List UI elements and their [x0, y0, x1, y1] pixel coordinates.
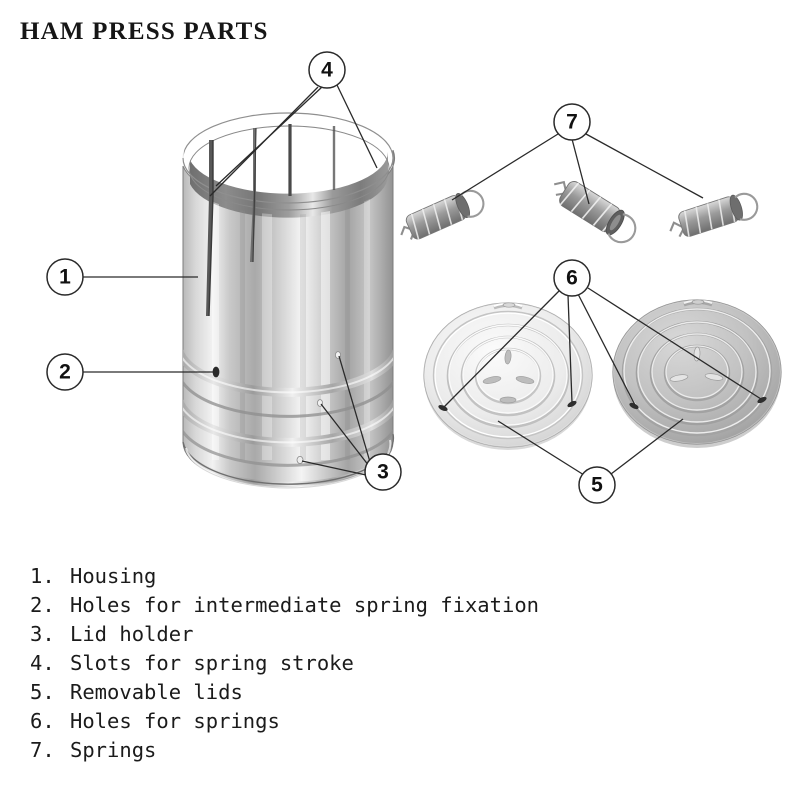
leader-3c: [301, 460, 367, 476]
legend-label: Removable lids: [70, 680, 243, 704]
exploded-parts-figure: 1 2 3 4 5 6 7: [46, 51, 782, 504]
legend-item-2: 2. Holes for intermediate spring fixatio…: [30, 591, 670, 620]
callout-7[interactable]: 7: [553, 103, 591, 141]
spring-stroke-slots: [206, 124, 336, 317]
leader-3b: [320, 403, 370, 467]
leader-4b: [215, 86, 323, 187]
legend-number: 7.: [30, 738, 55, 762]
spring-right: [669, 192, 759, 238]
callout-2-label: 2: [59, 361, 71, 384]
spring-center: [553, 180, 637, 244]
callout-bubbles: 1 2 3 4 5 6 7: [46, 51, 616, 504]
callout-4-label: 4: [321, 59, 333, 82]
legend-number: 3.: [30, 622, 55, 646]
legend-label: Holes for springs: [70, 709, 280, 733]
lid-right: [612, 299, 782, 448]
spring-left: [400, 189, 485, 240]
leader-6b: [567, 294, 573, 404]
callout-7-label: 7: [566, 111, 578, 134]
callout-6-label: 6: [566, 267, 578, 290]
legend-item-4: 4. Slots for spring stroke: [30, 649, 670, 678]
callout-4[interactable]: 4: [308, 51, 346, 89]
legend-item-3: 3. Lid holder: [30, 620, 670, 649]
legend-number: 2.: [30, 593, 55, 617]
legend-item-6: 6. Holes for springs: [30, 707, 670, 736]
legend-item-1: 1. Housing: [30, 562, 670, 591]
callout-2[interactable]: 2: [46, 353, 84, 391]
leader-6d: [587, 287, 762, 400]
legend-label: Springs: [70, 738, 157, 762]
leader-6a: [443, 290, 560, 408]
lid-left-grooves: [424, 303, 592, 447]
legend-number: 6.: [30, 709, 55, 733]
page-title: HAM PRESS PARTS: [20, 18, 269, 45]
lid-left: [423, 302, 593, 450]
callout-6[interactable]: 6: [553, 259, 591, 297]
leader-lines: [83, 84, 762, 476]
legend-number: 5.: [30, 680, 55, 704]
leader-7b: [571, 138, 590, 205]
lid-right-spring-holes: [629, 299, 767, 410]
intermediate-spring-hole: [212, 366, 220, 378]
leader-6c: [577, 293, 636, 406]
housing-cylinder: [181, 107, 400, 490]
leader-7a: [451, 133, 559, 201]
lid-right-grooves: [613, 300, 781, 444]
legend-label: Lid holder: [70, 622, 194, 646]
legend-label: Slots for spring stroke: [70, 651, 354, 675]
legend-label: Holes for intermediate spring fixation: [70, 593, 539, 617]
callout-1-label: 1: [59, 266, 71, 289]
legend-item-5: 5. Removable lids: [30, 678, 670, 707]
leader-5b: [610, 418, 684, 475]
legend-label: Housing: [70, 564, 157, 588]
lid-left-spring-holes: [438, 302, 577, 411]
leader-3a: [338, 355, 371, 463]
leader-4c: [336, 84, 378, 169]
legend-item-7: 7. Springs: [30, 736, 670, 765]
callout-5[interactable]: 5: [578, 466, 616, 504]
callout-3-label: 3: [377, 461, 389, 484]
leader-7c: [585, 133, 704, 199]
legend-number: 4.: [30, 651, 55, 675]
callout-3[interactable]: 3: [364, 453, 402, 491]
parts-legend: 1. Housing 2. Holes for intermediate spr…: [30, 562, 670, 765]
callout-1[interactable]: 1: [46, 258, 84, 296]
leader-5a: [497, 420, 585, 476]
legend-number: 1.: [30, 564, 55, 588]
callout-5-label: 5: [591, 474, 603, 497]
